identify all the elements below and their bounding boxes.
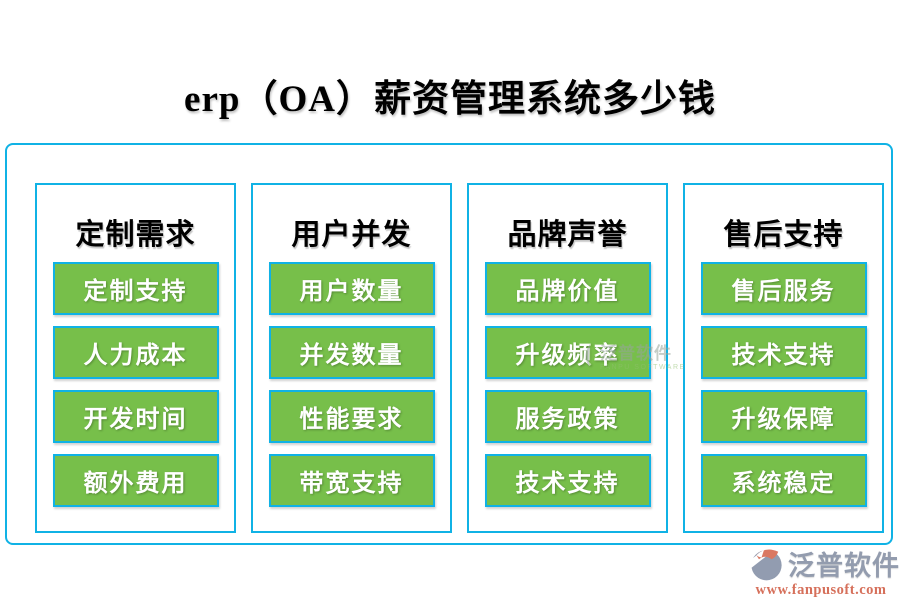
page-title: erp（OA）薪资管理系统多少钱	[184, 79, 716, 120]
item-button[interactable]: 开发时间	[52, 390, 219, 443]
fanpu-logo-icon	[742, 545, 785, 587]
brand-url: www.fanpusoft.com	[755, 582, 887, 598]
item-button[interactable]: 系统稳定	[700, 454, 867, 507]
item-button[interactable]: 带宽支持	[268, 454, 435, 507]
column-header: 品牌声誉	[507, 219, 628, 251]
columns-container: 定制需求 定制支持 人力成本 开发时间 额外费用 用户并发 用户数量 并发数量 …	[35, 183, 884, 533]
column-header: 用户并发	[291, 219, 412, 251]
column-brand-reputation: 品牌声誉 品牌价值 升级频率 服务政策 技术支持	[467, 183, 668, 533]
item-button[interactable]: 品牌价值	[484, 262, 651, 315]
footer-brand: 泛普软件 www.fanpusoft.com	[742, 545, 899, 599]
item-button[interactable]: 售后服务	[700, 262, 867, 315]
item-button[interactable]: 技术支持	[484, 454, 651, 507]
brand-name: 泛普软件	[788, 551, 900, 581]
column-user-concurrency: 用户并发 用户数量 并发数量 性能要求 带宽支持	[251, 183, 452, 533]
item-button[interactable]: 定制支持	[52, 262, 219, 315]
item-button[interactable]: 技术支持	[700, 326, 867, 379]
item-button[interactable]: 人力成本	[52, 326, 219, 379]
item-button[interactable]: 服务政策	[484, 390, 651, 443]
item-button[interactable]: 性能要求	[268, 390, 435, 443]
item-button[interactable]: 并发数量	[268, 326, 435, 379]
column-header: 售后支持	[723, 219, 844, 251]
column-header: 定制需求	[75, 219, 196, 251]
item-button[interactable]: 升级保障	[700, 390, 867, 443]
column-aftersales-support: 售后支持 售后服务 技术支持 升级保障 系统稳定	[683, 183, 884, 533]
column-customization-needs: 定制需求 定制支持 人力成本 开发时间 额外费用	[35, 183, 236, 533]
item-button[interactable]: 用户数量	[268, 262, 435, 315]
item-button[interactable]: 额外费用	[52, 454, 219, 507]
item-button[interactable]: 升级频率	[484, 326, 651, 379]
content-board: 定制需求 定制支持 人力成本 开发时间 额外费用 用户并发 用户数量 并发数量 …	[5, 143, 893, 545]
